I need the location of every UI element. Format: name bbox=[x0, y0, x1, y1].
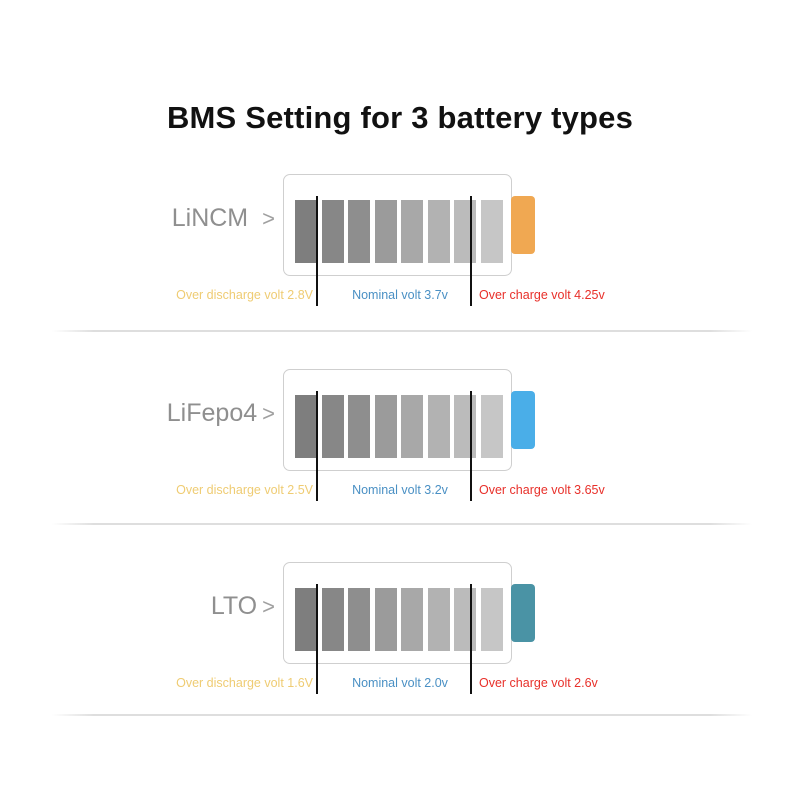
battery-terminal-cap bbox=[511, 196, 535, 254]
over-charge-label: Over charge volt 2.6v bbox=[479, 676, 598, 690]
battery-body bbox=[283, 562, 512, 664]
charge-bar bbox=[348, 200, 371, 263]
charge-bar bbox=[480, 200, 503, 263]
over-charge-threshold-line bbox=[470, 584, 472, 694]
page-title: BMS Setting for 3 battery types bbox=[166, 100, 634, 135]
charge-bar bbox=[427, 588, 450, 651]
over-discharge-label: Over discharge volt 2.5V bbox=[176, 483, 313, 497]
voltage-label-strip: Over discharge volt 2.5V Nominal volt 3.… bbox=[0, 483, 800, 505]
section-separator bbox=[52, 523, 752, 525]
battery-row-lto: LTO> Over discharge volt 1.6V Nominal vo… bbox=[0, 556, 800, 701]
battery-type-name: LTO bbox=[210, 592, 258, 620]
charge-bar bbox=[480, 395, 503, 458]
chevron-right-icon: > bbox=[262, 594, 275, 619]
voltage-label-strip: Over discharge volt 1.6V Nominal volt 2.… bbox=[0, 676, 800, 698]
charge-bar bbox=[454, 395, 477, 458]
charge-bar bbox=[321, 588, 344, 651]
charge-bar bbox=[374, 200, 397, 263]
charge-bar bbox=[427, 200, 450, 263]
charge-bar bbox=[454, 200, 477, 263]
nominal-volt-label: Nominal volt 3.7v bbox=[352, 288, 448, 302]
charge-bar bbox=[295, 395, 318, 458]
charge-bar bbox=[427, 395, 450, 458]
voltage-label-strip: Over discharge volt 2.8V Nominal volt 3.… bbox=[0, 288, 800, 310]
charge-bar-group bbox=[295, 395, 503, 458]
charge-bar-group bbox=[295, 588, 503, 651]
over-discharge-label: Over discharge volt 2.8V bbox=[176, 288, 313, 302]
charge-bar-group bbox=[295, 200, 503, 263]
charge-bar bbox=[401, 200, 424, 263]
battery-type-label-lto[interactable]: LTO> bbox=[60, 592, 275, 621]
over-discharge-label: Over discharge volt 1.6V bbox=[176, 676, 313, 690]
battery-body bbox=[283, 174, 512, 276]
section-separator bbox=[52, 330, 752, 332]
charge-bar bbox=[348, 395, 371, 458]
battery-type-label-lifepo4[interactable]: LiFepo4> bbox=[60, 399, 275, 428]
over-charge-threshold-line bbox=[470, 391, 472, 501]
over-charge-label: Over charge volt 3.65v bbox=[479, 483, 605, 497]
battery-terminal-cap bbox=[511, 391, 535, 449]
battery-body bbox=[283, 369, 512, 471]
over-charge-threshold-line bbox=[470, 196, 472, 306]
charge-bar bbox=[374, 588, 397, 651]
battery-type-label-lincm[interactable]: LiNCM > bbox=[60, 204, 275, 233]
section-separator bbox=[52, 714, 752, 716]
battery-row-lifepo4: LiFepo4> Over discharge volt 2.5V Nomina… bbox=[0, 363, 800, 508]
charge-bar bbox=[480, 588, 503, 651]
nominal-volt-label: Nominal volt 2.0v bbox=[352, 676, 448, 690]
charge-bar bbox=[401, 588, 424, 651]
charge-bar bbox=[401, 395, 424, 458]
battery-row-lincm: LiNCM > Over discharge volt 2.8V Nominal … bbox=[0, 168, 800, 313]
charge-bar bbox=[348, 588, 371, 651]
charge-bar bbox=[321, 200, 344, 263]
over-discharge-threshold-line bbox=[316, 391, 318, 501]
charge-bar bbox=[454, 588, 477, 651]
charge-bar bbox=[295, 200, 318, 263]
over-discharge-threshold-line bbox=[316, 584, 318, 694]
chevron-right-icon: > bbox=[262, 401, 275, 426]
charge-bar bbox=[374, 395, 397, 458]
battery-type-name: LiNCM bbox=[171, 204, 249, 232]
over-charge-label: Over charge volt 4.25v bbox=[479, 288, 605, 302]
battery-type-name: LiFepo4 bbox=[166, 399, 258, 427]
charge-bar bbox=[321, 395, 344, 458]
nominal-volt-label: Nominal volt 3.2v bbox=[352, 483, 448, 497]
battery-terminal-cap bbox=[511, 584, 535, 642]
over-discharge-threshold-line bbox=[316, 196, 318, 306]
chevron-right-icon: > bbox=[262, 206, 275, 231]
charge-bar bbox=[295, 588, 318, 651]
